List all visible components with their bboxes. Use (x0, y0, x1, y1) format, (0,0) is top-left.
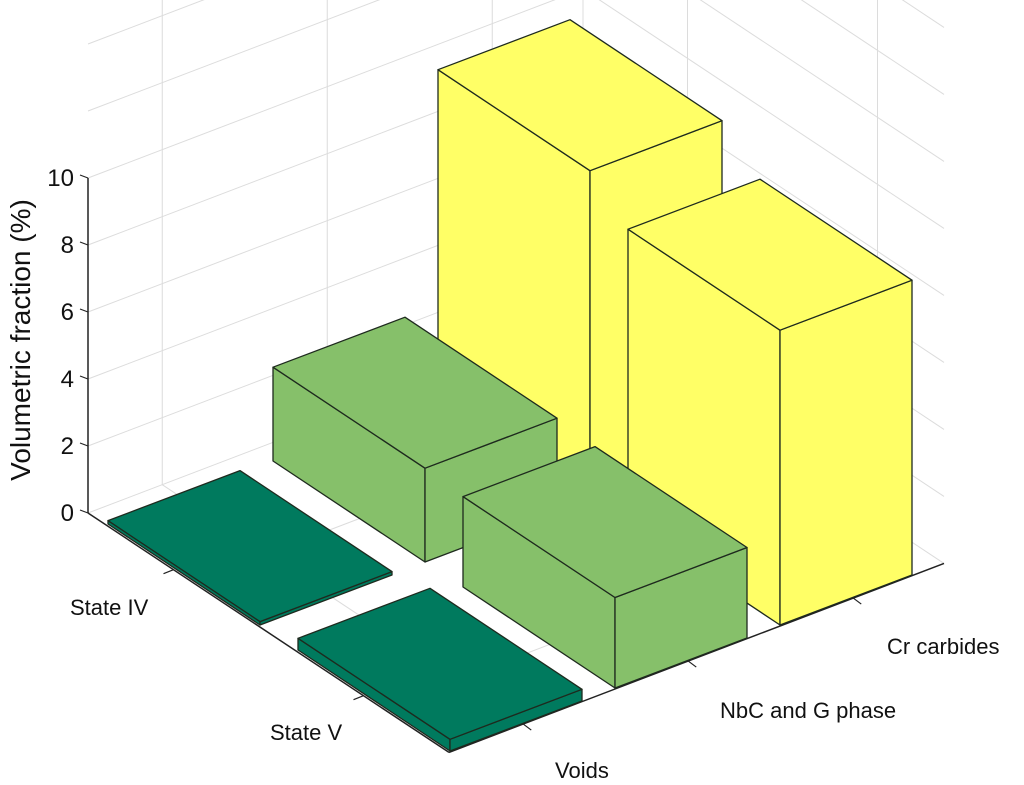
z-tick-label: 2 (61, 433, 74, 460)
state-label: State V (270, 720, 342, 745)
bar-cr-carbides-state-v-right-face (779, 279, 913, 626)
right-wall-gridline (901, 0, 945, 28)
category-tick-mark (522, 723, 532, 731)
z-tick-label: 4 (61, 366, 74, 393)
right-wall-gridline (598, 0, 945, 229)
right-wall-gridline (699, 0, 945, 162)
category-tick-mark (852, 597, 862, 605)
z-tick-label: 0 (61, 500, 74, 527)
state-label: State IV (70, 595, 149, 620)
z-tick-mark (79, 375, 89, 380)
category-label: NbC and G phase (720, 698, 896, 723)
state-tick-mark (353, 695, 364, 701)
z-tick-label: 8 (61, 232, 74, 259)
z-tick-mark (79, 442, 89, 447)
category-label: Voids (555, 758, 609, 783)
bar-voids-state-iv-top-face (107, 469, 393, 623)
state-axis (87, 512, 450, 754)
left-wall-gridline (87, 0, 381, 112)
z-tick-mark (79, 308, 89, 313)
category-label: Cr carbides (887, 634, 999, 659)
bar-nbc-and-g-phase-state-v-top-face (462, 445, 748, 599)
left-wall-gridline (87, 0, 205, 45)
bar-nbc-and-g-phase-state-iv-top-face (272, 316, 558, 469)
z-tick-mark (79, 174, 89, 179)
bar-cr-carbides-state-v-top-face (627, 178, 913, 331)
category-tick-mark (687, 660, 697, 668)
z-tick-mark (79, 241, 89, 246)
z-tick-label: 6 (61, 299, 74, 326)
state-tick-mark (163, 569, 174, 575)
left-wall-gridline (87, 0, 556, 179)
right-wall-gridline (800, 0, 945, 95)
z-axis-label: Volumetric fraction (%) (5, 199, 36, 481)
z-tick-label: 10 (47, 165, 74, 192)
z-tick-mark (79, 509, 89, 514)
bar-cr-carbides-state-iv-top-face (437, 19, 723, 172)
category-axis (448, 562, 945, 754)
bar-voids-state-v-top-face (297, 587, 583, 740)
